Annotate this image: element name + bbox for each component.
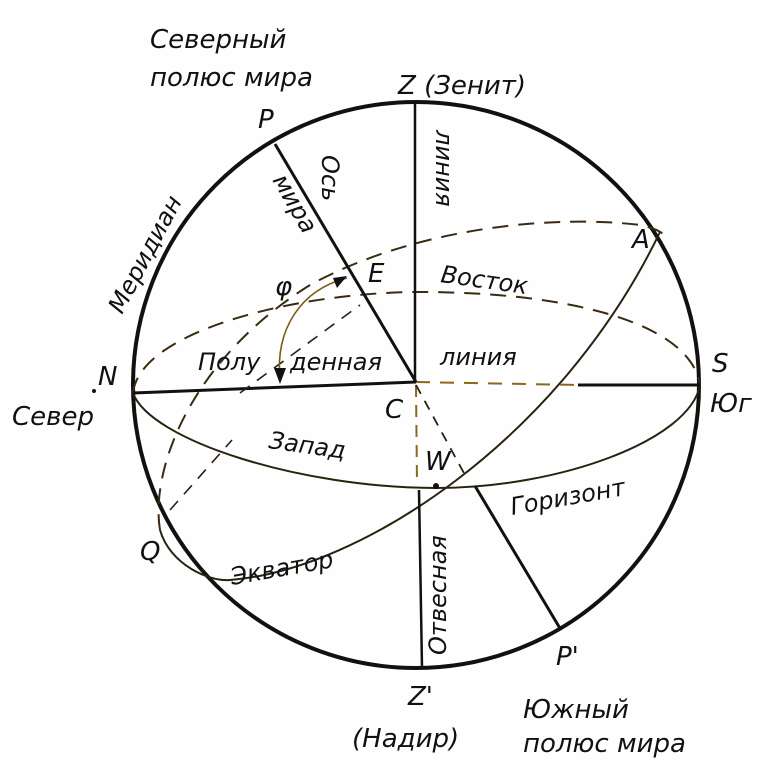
south-pole-title-line1: Южный bbox=[523, 695, 629, 725]
axis-label-word1: Ось bbox=[316, 155, 344, 201]
noon-line-word1: Полу bbox=[198, 348, 261, 376]
north-pole-title-line2: полюс мира bbox=[150, 63, 313, 93]
plumb-line-lower bbox=[417, 489, 424, 669]
noon-line-word3: линия bbox=[439, 343, 517, 371]
west-label: Запад bbox=[267, 426, 347, 464]
east-west-dashed-line-2 bbox=[169, 439, 233, 511]
world-axis-lower bbox=[473, 485, 563, 631]
point-c-label: C bbox=[385, 395, 404, 425]
equator-back-arc bbox=[157, 220, 665, 531]
latitude-arrow-head-down bbox=[274, 368, 286, 384]
equator-label: Экватор bbox=[227, 545, 335, 591]
noon-line-word2: денная bbox=[289, 348, 382, 376]
horizon-back-arc bbox=[132, 290, 701, 394]
phi-label: φ bbox=[275, 272, 292, 302]
south-pole-title-line2: полюс мира bbox=[523, 729, 686, 759]
plumb-line-label: Отвесная bbox=[424, 535, 452, 655]
east-west-dashed-line bbox=[239, 304, 361, 394]
point-p-label: P bbox=[258, 105, 274, 135]
point-z-prime-label: Z' bbox=[407, 682, 433, 712]
noon-line-left bbox=[132, 380, 417, 395]
axis-label-word2: мира bbox=[267, 169, 323, 238]
point-a-label: A bbox=[630, 225, 650, 255]
point-q-label: Q bbox=[140, 537, 160, 567]
zenith-label: Z (Зенит) bbox=[397, 71, 526, 101]
world-axis-upper bbox=[273, 143, 418, 383]
point-e-label: E bbox=[368, 259, 385, 289]
zenith-line-label: линия bbox=[430, 129, 458, 207]
latitude-arrow-head-up bbox=[333, 276, 347, 288]
noon-line-right-dashed bbox=[415, 381, 579, 386]
point-s-label: S bbox=[712, 349, 729, 379]
point-p-prime-label: P' bbox=[556, 642, 579, 672]
north-pole-title-line1: Северный bbox=[150, 25, 286, 55]
point-w-dot bbox=[433, 483, 439, 489]
north-label: Север bbox=[12, 402, 94, 432]
plumb-line-dashed bbox=[415, 384, 418, 485]
point-n-label: N bbox=[98, 362, 117, 392]
equator-front-arc bbox=[159, 231, 661, 582]
nadir-label: (Надир) bbox=[352, 724, 459, 754]
point-w-label: W bbox=[425, 447, 452, 477]
latitude-arc bbox=[278, 277, 348, 381]
point-n-dot bbox=[92, 389, 96, 393]
east-label: Восток bbox=[439, 260, 530, 300]
south-label: Юг bbox=[710, 389, 752, 419]
